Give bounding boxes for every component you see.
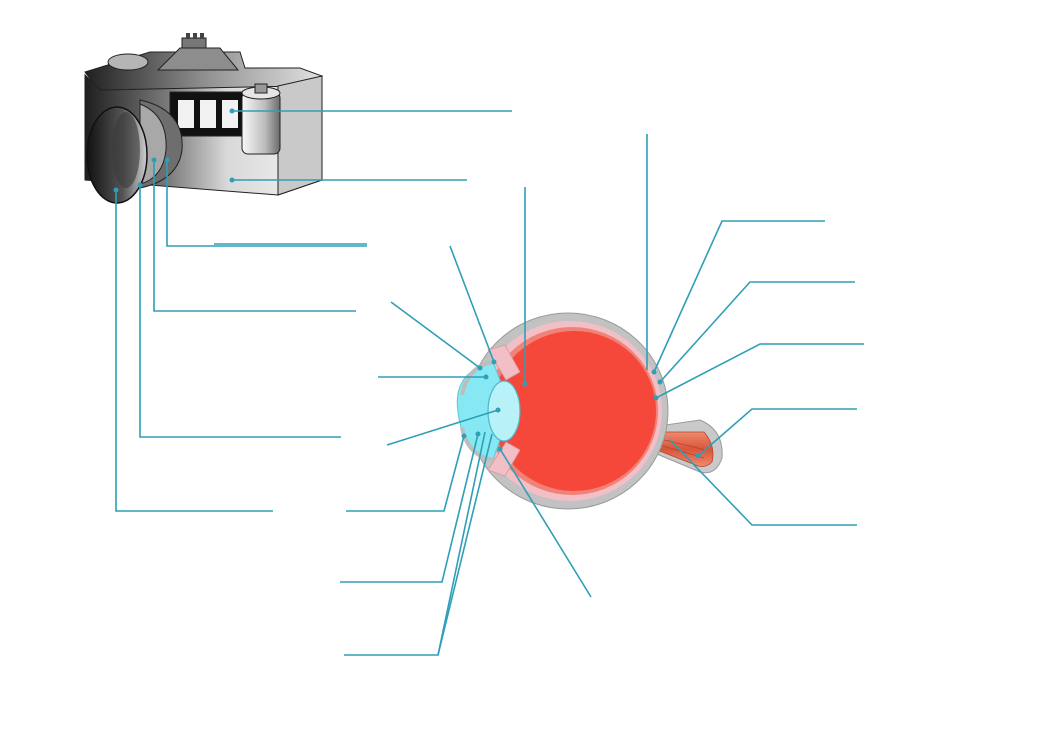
leader-iris-bottom-2 — [437, 433, 493, 656]
leader-retina — [655, 343, 864, 399]
leader-sclera — [653, 220, 825, 373]
leader-iris-bottom — [344, 431, 486, 656]
leader-lens-cover — [115, 190, 273, 512]
camera-leader-lines — [115, 110, 512, 512]
camera-illustration — [84, 33, 324, 204]
camera-leader-dots — [113, 108, 235, 193]
leader-aperture — [166, 160, 367, 247]
leader-suspensory — [499, 448, 592, 598]
leader-lens-eye — [386, 409, 499, 446]
eye-cross-section-illustration — [456, 312, 723, 510]
leader-blind-spot — [669, 439, 857, 526]
leader-optic-nerve — [697, 408, 857, 457]
leader-iris-top — [449, 245, 495, 363]
leader-choroid — [659, 281, 855, 383]
leader-lens — [139, 185, 341, 438]
leader-aqueous — [340, 433, 479, 583]
leader-cornea — [346, 435, 465, 512]
leader-shutter — [153, 160, 356, 312]
leader-ciliary — [390, 301, 481, 369]
eye-leader-dots — [461, 359, 701, 459]
eye-leader-lines — [340, 134, 864, 656]
